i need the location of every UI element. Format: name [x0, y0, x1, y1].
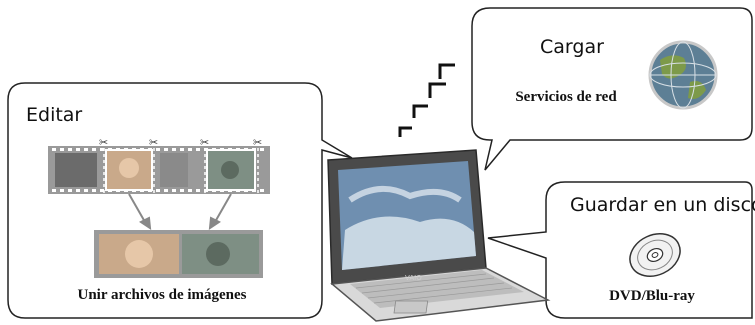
laptop-keyboard [355, 273, 513, 304]
wireless-signal-icon [398, 63, 455, 137]
cut-lines [103, 148, 259, 194]
edit-title: Editar [26, 104, 83, 126]
upload-title: Cargar [540, 36, 604, 58]
disc-icon [629, 233, 681, 277]
film-frame [55, 153, 97, 187]
scissors-icon: ✂ [200, 136, 209, 149]
edit-caption: Unir archivos de imágenes [77, 287, 247, 303]
film-frame [160, 153, 188, 187]
scissors-icon: ✂ [99, 136, 108, 149]
scissors-icon: ✂ [149, 136, 158, 149]
globe-icon [648, 40, 718, 110]
scissors-icons: ✂ ✂ ✂ ✂ [99, 136, 262, 149]
laptop-brand-logo: VAIO [405, 274, 422, 282]
disc-bubble [487, 181, 753, 319]
upload-caption: Servicios de red [515, 89, 617, 105]
film-frame-selected [206, 149, 256, 191]
disc-title: Guardar en un disco [570, 194, 755, 216]
disc-caption: DVD/Blu-ray [609, 288, 695, 304]
laptop-touchpad [393, 300, 429, 314]
merge-arrows [128, 193, 232, 231]
scissors-icon: ✂ [253, 136, 262, 149]
film-frame-selected [105, 149, 153, 191]
